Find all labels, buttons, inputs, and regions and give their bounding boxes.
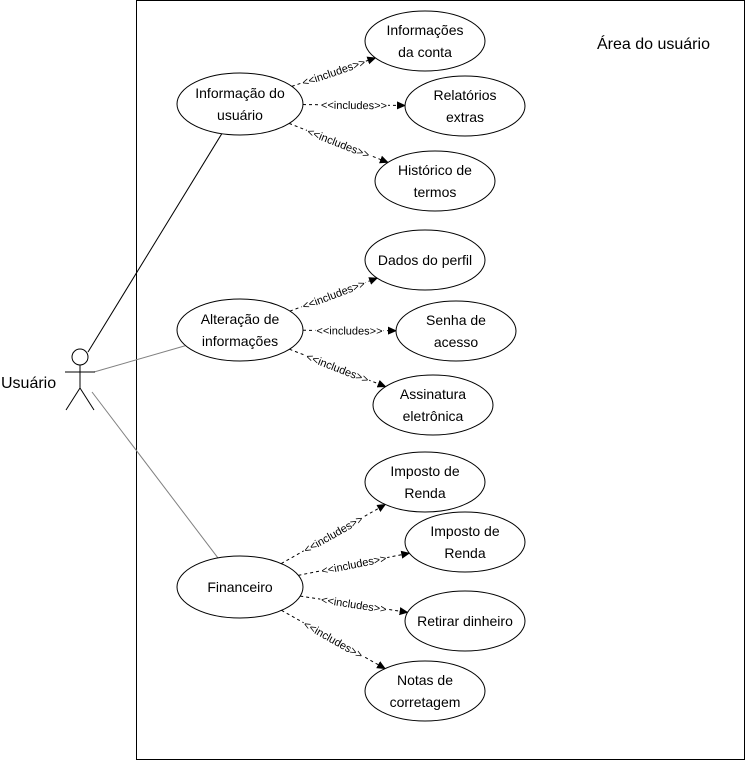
usecase-ellipse (364, 10, 486, 72)
usecase-label-line: usuário (217, 107, 263, 123)
usecase-label-line: Imposto de (430, 523, 499, 539)
usecase-label-line: Assinatura (400, 386, 466, 402)
usecase-label-line: Dados do perfil (378, 252, 472, 268)
association-line-informacao-usuario (87, 133, 223, 353)
usecase-label-line: Alteração de (201, 311, 280, 327)
usecase-imposto-renda-1[interactable]: Imposto de Renda (364, 451, 486, 513)
usecase-ellipse (372, 374, 494, 436)
association-line-alteracao-informacoes (93, 345, 186, 373)
usecase-ellipse (374, 150, 496, 212)
usecase-label-line: Relatórios (433, 87, 496, 103)
usecase-ellipse (176, 298, 304, 362)
include-arrow (281, 504, 387, 565)
system-title: Área do usuário (597, 34, 710, 53)
usecase-assinatura-eletronica[interactable]: Assinatura eletrônica (372, 374, 494, 436)
include-relation-senha-acesso: <<includes>> (302, 325, 398, 338)
usecase-ellipse (404, 75, 526, 137)
usecase-label-line: Renda (404, 485, 445, 501)
usecase-senha-acesso[interactable]: Senha de acesso (395, 300, 517, 362)
usecase-label-line: Informação do (195, 85, 285, 101)
include-label: <<includes>> (321, 100, 387, 113)
usecase-retirar-dinheiro[interactable]: Retirar dinheiro (404, 590, 526, 652)
usecase-ellipse (176, 72, 304, 136)
include-arrow (289, 348, 387, 388)
include-label: <<includes>> (316, 325, 382, 337)
include-label-bg (304, 125, 373, 162)
usecase-ellipse (364, 229, 486, 291)
association-line-financeiro (91, 391, 219, 559)
usecase-label-line: eletrônica (403, 408, 464, 424)
association-lines (87, 133, 223, 559)
usecase-label-line: extras (446, 109, 484, 125)
usecase-label-line: Imposto de (390, 463, 459, 479)
include-label-bg (319, 552, 389, 578)
usecase-label-line: Retirar dinheiro (417, 613, 513, 629)
usecase-label-line: informações (202, 333, 278, 349)
include-label-bg (303, 350, 372, 387)
include-label-bg (315, 325, 384, 338)
actor-left-leg (65, 387, 81, 411)
include-label-bg (301, 512, 367, 557)
usecase-label-line: Financeiro (207, 579, 273, 595)
usecase-label-line: Histórico de (398, 162, 472, 178)
usecase-relatorios-extras[interactable]: Relatórios extras (404, 75, 526, 137)
usecase-ellipse (176, 555, 304, 619)
usecase-label-line: Informações (386, 22, 463, 38)
actor-usuario[interactable] (65, 348, 95, 411)
usecase-imposto-renda-2[interactable]: Imposto de Renda (404, 511, 526, 573)
usecase-ellipse (364, 451, 486, 513)
usecase-label-line: Notas de (397, 672, 453, 688)
usecase-ellipse (364, 660, 486, 722)
include-label-bg (319, 99, 389, 113)
usecase-notas-corretagem[interactable]: Notas de corretagem (364, 660, 486, 722)
actor-right-leg (79, 387, 95, 411)
usecase-label-line: termos (414, 184, 457, 200)
usecase-informacoes-conta[interactable]: Informações da conta (364, 10, 486, 72)
usecase-dados-perfil[interactable]: Dados do perfil (364, 229, 486, 291)
usecase-informacao-usuario[interactable]: Informação do usuário (176, 72, 304, 136)
usecase-label-line: acesso (434, 334, 479, 350)
usecase-label-line: Senha de (426, 312, 486, 328)
actor-head (71, 348, 89, 366)
usecase-ellipse (404, 511, 526, 573)
usecase-financeiro[interactable]: Financeiro (176, 555, 304, 619)
include-label-bg (299, 56, 369, 90)
usecase-alteracao-informacoes[interactable]: Alteração de informações (176, 298, 304, 362)
usecase-historico-termos[interactable]: Histórico de termos (374, 150, 496, 212)
usecase-label-line: Renda (444, 545, 485, 561)
actor-label: Usuário (1, 375, 56, 392)
usecase-label-line: da conta (398, 44, 452, 60)
include-arrow (281, 609, 386, 670)
usecase-label-line: corretagem (390, 694, 461, 710)
include-relation-relatorios-extras: <<includes>> (302, 99, 407, 113)
usecase-ellipse (395, 300, 517, 362)
include-label-bg (299, 277, 368, 314)
include-label-bg (300, 618, 366, 663)
include-label-bg (319, 594, 389, 617)
usecase-ellipse (404, 590, 526, 652)
